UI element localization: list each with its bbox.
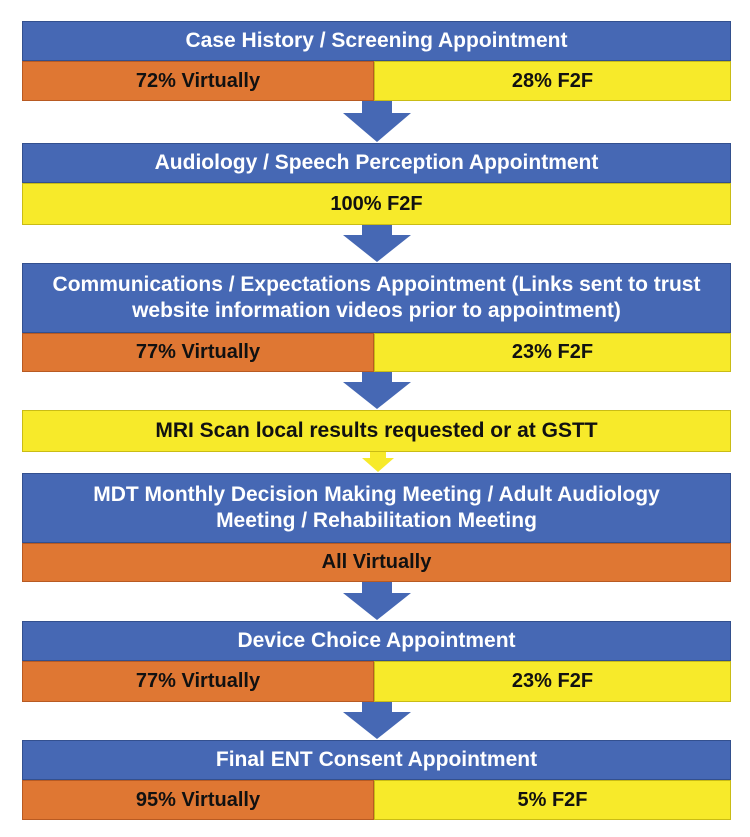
step-case-history-split: 72% Virtually 28% F2F bbox=[22, 61, 731, 101]
virtual-share-device-choice: 77% Virtually bbox=[22, 661, 374, 702]
virtual-share-mdt: All Virtually bbox=[22, 543, 731, 582]
virtual-share-case-history: 72% Virtually bbox=[22, 61, 374, 101]
flow-arrow-3 bbox=[343, 372, 411, 409]
step-communications-split: 77% Virtually 23% F2F bbox=[22, 333, 731, 372]
virtual-share-final-ent-consent: 95% Virtually bbox=[22, 780, 374, 820]
flow-arrow-2 bbox=[343, 225, 411, 262]
mri-scan-note: MRI Scan local results requested or at G… bbox=[22, 410, 731, 452]
f2f-share-device-choice: 23% F2F bbox=[374, 661, 731, 702]
step-mdt-meeting-title: MDT Monthly Decision Making Meeting / Ad… bbox=[22, 473, 731, 543]
step-final-ent-consent-title: Final ENT Consent Appointment bbox=[22, 740, 731, 780]
step-final-ent-consent-split: 95% Virtually 5% F2F bbox=[22, 780, 731, 820]
flow-arrow-1 bbox=[343, 101, 411, 142]
step-communications-title: Communications / Expectations Appointmen… bbox=[22, 263, 731, 333]
step-case-history-title: Case History / Screening Appointment bbox=[22, 21, 731, 61]
flow-arrow-6 bbox=[343, 702, 411, 739]
f2f-share-communications: 23% F2F bbox=[374, 333, 731, 372]
f2f-share-audiology: 100% F2F bbox=[22, 183, 731, 225]
f2f-share-case-history: 28% F2F bbox=[374, 61, 731, 101]
step-device-choice-title: Device Choice Appointment bbox=[22, 621, 731, 661]
virtual-share-communications: 77% Virtually bbox=[22, 333, 374, 372]
flow-arrow-4 bbox=[362, 452, 394, 472]
flow-arrow-5 bbox=[343, 582, 411, 620]
step-device-choice-split: 77% Virtually 23% F2F bbox=[22, 661, 731, 702]
f2f-share-final-ent-consent: 5% F2F bbox=[374, 780, 731, 820]
step-audiology-title: Audiology / Speech Perception Appointmen… bbox=[22, 143, 731, 183]
